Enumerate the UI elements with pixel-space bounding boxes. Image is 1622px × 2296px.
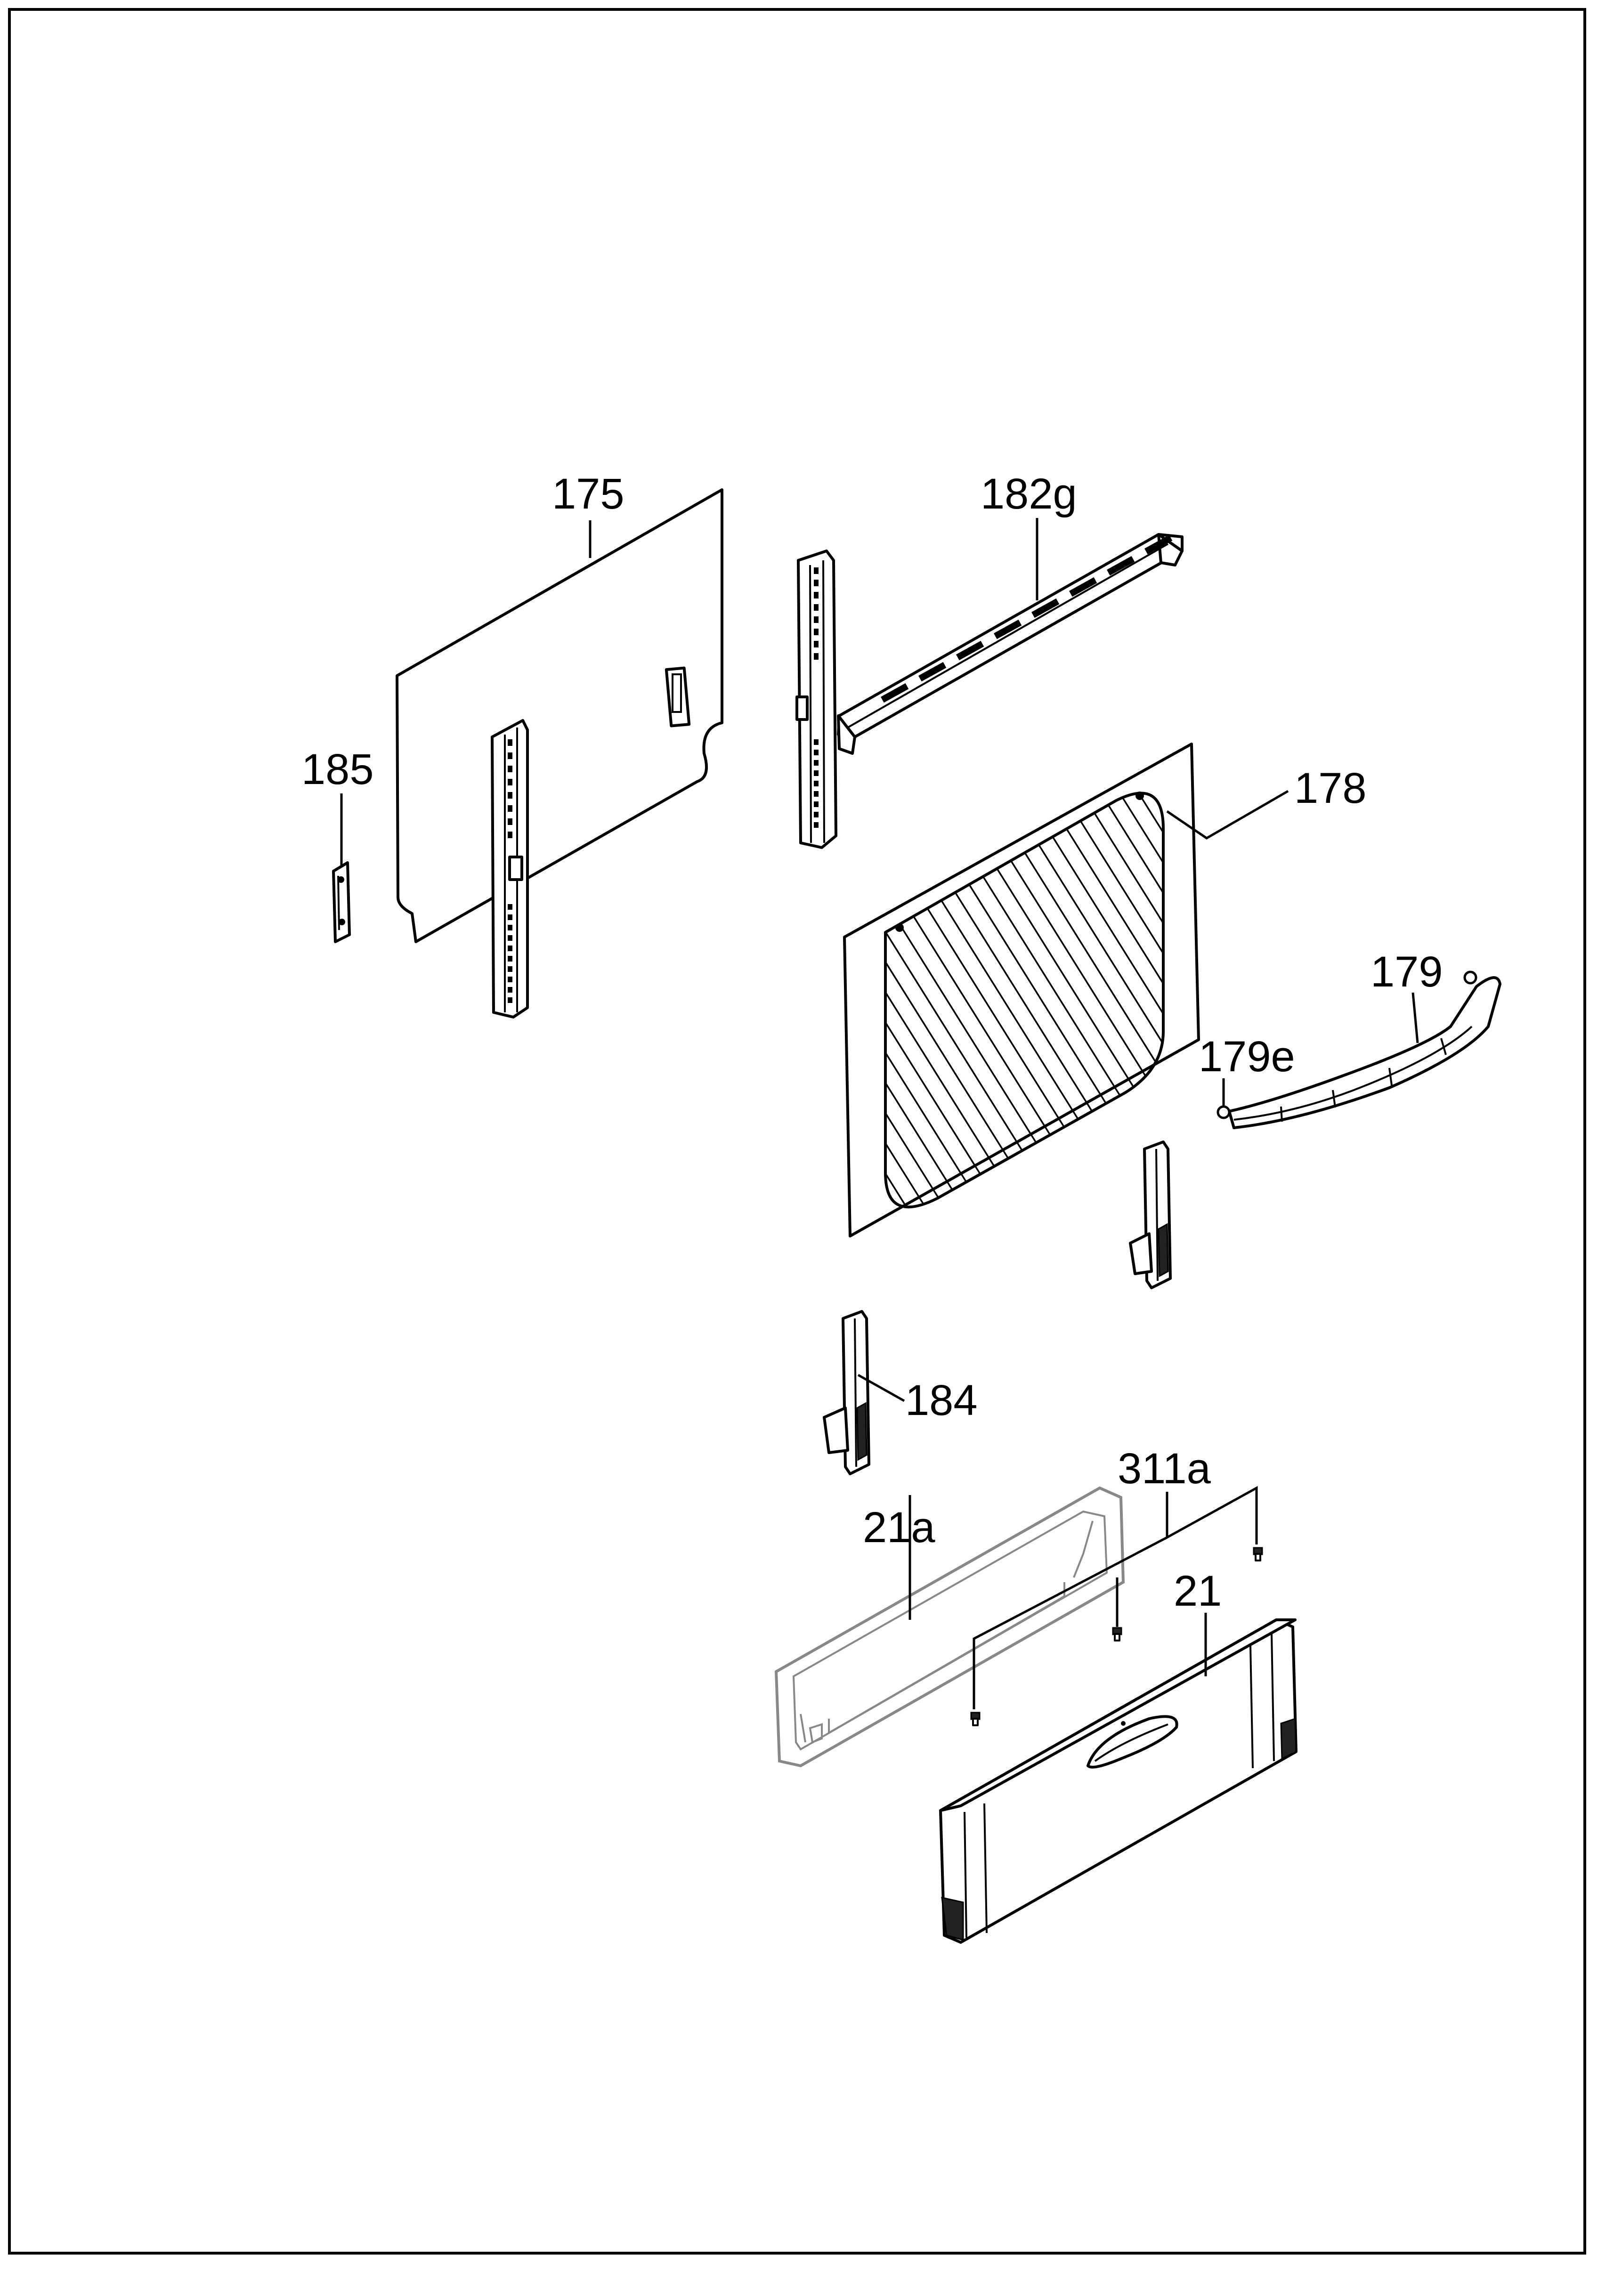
label-21: 21 bbox=[1174, 1567, 1222, 1615]
rail-tooth bbox=[508, 946, 512, 951]
label-182g: 182g bbox=[981, 470, 1077, 518]
bracket-slot bbox=[1144, 534, 1173, 555]
rail-tooth bbox=[814, 812, 819, 817]
rail-tooth bbox=[508, 925, 512, 930]
rail-tooth bbox=[508, 818, 512, 825]
screw bbox=[970, 1712, 981, 1726]
rail-tooth bbox=[814, 653, 819, 660]
label-185: 185 bbox=[301, 745, 374, 793]
rail-tooth bbox=[508, 792, 512, 799]
outer-glass-panel bbox=[843, 743, 1200, 1237]
label-179: 179 bbox=[1371, 948, 1443, 996]
rail-tooth bbox=[508, 766, 512, 772]
bracket-slot bbox=[1069, 577, 1097, 597]
rail-tooth bbox=[508, 904, 512, 910]
leader-line bbox=[857, 1374, 905, 1402]
rail-tooth bbox=[508, 956, 512, 962]
rail-tooth bbox=[814, 604, 819, 611]
leader-line bbox=[1411, 992, 1419, 1043]
rail-tooth bbox=[508, 914, 512, 920]
door-handle bbox=[1228, 976, 1501, 1129]
screw bbox=[1112, 1627, 1122, 1641]
rail-tooth bbox=[814, 801, 819, 807]
screw bbox=[1253, 1547, 1263, 1561]
leader-line bbox=[973, 1536, 1168, 1709]
bracket-slot bbox=[918, 662, 947, 682]
rail-tooth bbox=[508, 997, 512, 1003]
leader-line bbox=[1166, 1486, 1258, 1544]
door-inner-frame bbox=[774, 1486, 1125, 1768]
rail-tooth bbox=[508, 935, 512, 941]
rail-tooth bbox=[508, 966, 512, 972]
rail-tooth bbox=[508, 832, 512, 838]
rail-tooth bbox=[508, 752, 512, 759]
rail-tooth bbox=[814, 781, 819, 786]
rail-tooth bbox=[814, 750, 819, 755]
label-184: 184 bbox=[905, 1376, 978, 1424]
lower-hinge bbox=[823, 1310, 870, 1475]
page-border bbox=[8, 8, 1586, 2255]
rail-tooth bbox=[508, 987, 512, 993]
top-bracket bbox=[837, 533, 1184, 755]
bracket-slot bbox=[956, 640, 984, 661]
label-311a: 311a bbox=[1118, 1445, 1211, 1493]
rail-tooth bbox=[814, 641, 819, 647]
bracket-slots bbox=[880, 534, 1173, 703]
label-179e: 179e bbox=[1199, 1033, 1295, 1081]
rail-tooth bbox=[814, 616, 819, 623]
rail-tooth bbox=[814, 567, 819, 574]
inner-door-panel bbox=[396, 488, 723, 943]
upper-hinge bbox=[1129, 1140, 1172, 1289]
right-side-rail bbox=[795, 550, 837, 849]
rail-tooth bbox=[814, 592, 819, 598]
handle-end-cap bbox=[1463, 970, 1477, 985]
rail-tooth bbox=[508, 779, 512, 785]
bracket-slot bbox=[993, 619, 1022, 639]
handle-screw-cap bbox=[1216, 1105, 1231, 1119]
rail-tooth bbox=[508, 739, 512, 746]
rail-tooth bbox=[814, 770, 819, 776]
label-21a: 21a bbox=[863, 1504, 935, 1552]
rail-tooth bbox=[814, 580, 819, 586]
bracket-slot bbox=[1107, 556, 1135, 576]
rail-tooth bbox=[814, 822, 819, 828]
rail-tooth bbox=[814, 629, 819, 635]
rail-tooth bbox=[814, 760, 819, 766]
drawer-front-panel bbox=[939, 1618, 1298, 1944]
rail-tooth bbox=[508, 977, 512, 982]
rail-tooth bbox=[814, 791, 819, 797]
rail-tooth bbox=[508, 805, 512, 812]
bracket-slot bbox=[1031, 598, 1060, 618]
bracket-slot bbox=[880, 683, 909, 703]
label-178: 178 bbox=[1294, 764, 1367, 812]
door-clip bbox=[332, 861, 351, 943]
label-175: 175 bbox=[552, 470, 624, 518]
leader-line bbox=[1166, 790, 1289, 840]
rail-tooth bbox=[814, 739, 819, 745]
left-side-rail bbox=[491, 719, 529, 1019]
